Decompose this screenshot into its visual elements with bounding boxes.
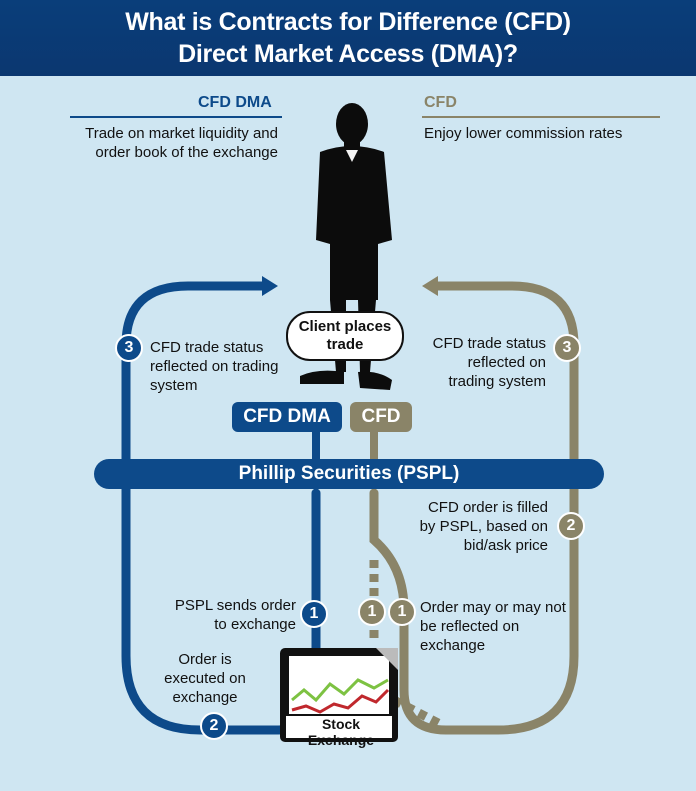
cfd-step-1-text: Order may or may not be reflected on exc… — [420, 599, 566, 654]
stock-exchange-label: Stock Exchange — [307, 716, 375, 748]
cfd-step-2-badge: 2 — [557, 512, 585, 540]
shirt-collar-icon — [346, 150, 358, 162]
page-curl-icon — [376, 648, 398, 670]
dma-trunk — [312, 432, 320, 462]
cfd-step-2-text: CFD order is filled by PSPL, based on bi… — [419, 499, 548, 554]
cfd-step-3-badge: 3 — [553, 334, 581, 362]
cfd-arrow-head — [422, 276, 438, 296]
cfd-dma-description: Trade on market liquidity and order book… — [85, 125, 278, 161]
title-line-1: What is Contracts for Difference (CFD) — [125, 8, 571, 36]
cfd-step-1-badge: 1 — [388, 598, 416, 626]
cfd-heading: CFD — [424, 94, 457, 111]
dma-step-1-badge: 1 — [300, 600, 328, 628]
cfd-step-3-text: CFD trade status reflected on trading sy… — [432, 335, 546, 390]
title-banner: What is Contracts for Difference (CFD) D… — [0, 0, 696, 76]
chart-line-red — [291, 688, 390, 714]
dma-arrow-head — [262, 276, 278, 296]
dma-step-3-badge: 3 — [115, 334, 143, 362]
dma-step-2-text: Order is executed on exchange — [164, 651, 246, 706]
cfd-dma-heading-rule — [70, 116, 282, 118]
cfd-dma-heading: CFD DMA — [198, 94, 272, 111]
cfd-step-1-badge-dashed: 1 — [358, 598, 386, 626]
cfd-heading-rule — [422, 116, 660, 118]
cfd-tag: CFD — [350, 402, 412, 432]
dma-step-2-badge: 2 — [200, 712, 228, 740]
dma-step-3-text: CFD trade status reflected on trading sy… — [150, 339, 279, 394]
client-places-trade-bubble: Client places trade — [286, 311, 404, 361]
stock-exchange-monitor-icon — [280, 648, 398, 742]
phillip-securities-bar: Phillip Securities (PSPL) — [94, 459, 604, 489]
cfd-dma-tag: CFD DMA — [232, 402, 342, 432]
cfd-dashed-path-lower — [391, 696, 443, 728]
title-line-2: Direct Market Access (DMA)? — [178, 40, 518, 68]
cfd-description: Enjoy lower commission rates — [424, 125, 623, 142]
chart-line-green — [291, 678, 389, 703]
cfd-flow-loop — [369, 281, 579, 735]
cfd-trunk — [370, 432, 378, 462]
dma-step-1-text: PSPL sends order to exchange — [174, 597, 296, 633]
